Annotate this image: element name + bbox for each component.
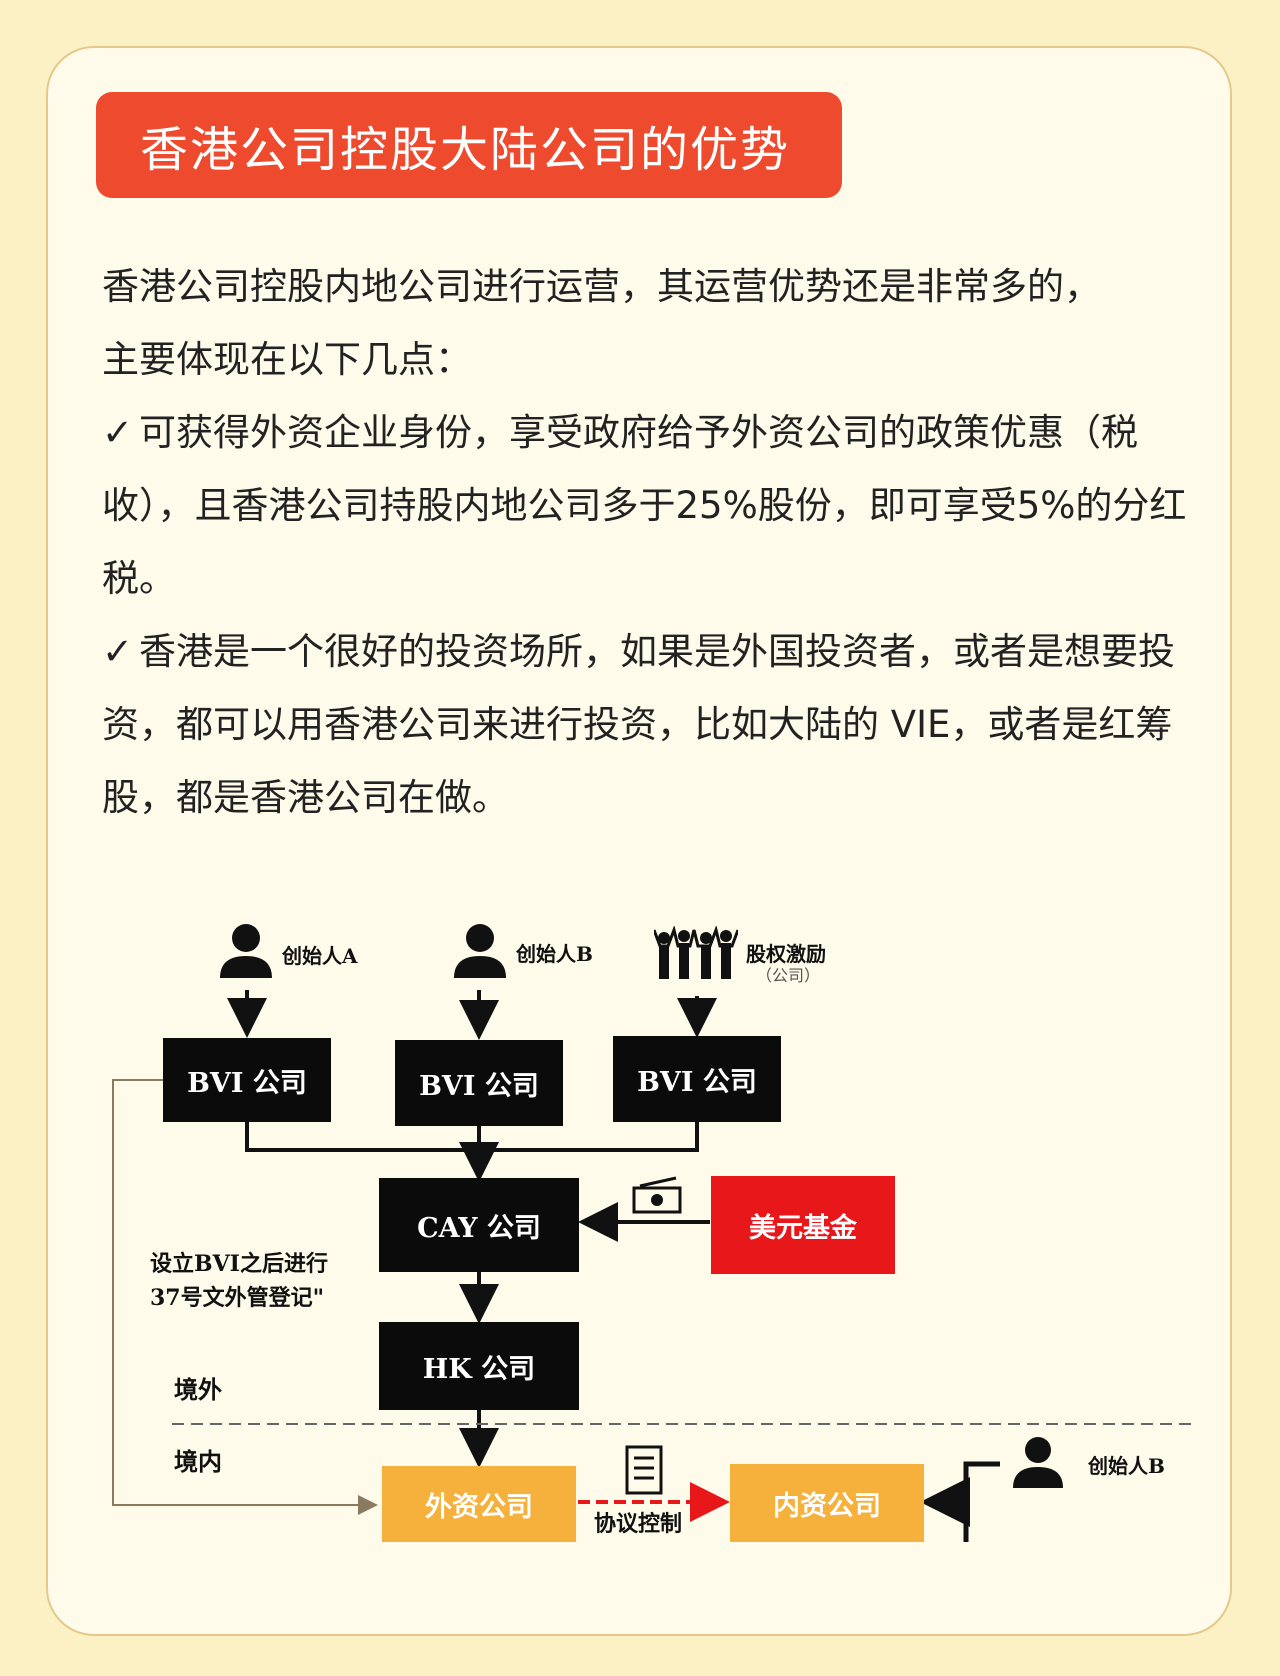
group-icon — [654, 926, 738, 979]
founder-a-label: 创始人A — [282, 944, 358, 968]
intro-line-2: 主要体现在以下几点： — [102, 338, 472, 381]
domestic-company-box: 内资公司 — [730, 1464, 924, 1542]
bvi-merge-line — [245, 1122, 699, 1152]
registration-loop-line — [112, 1079, 378, 1515]
person-icon — [454, 924, 506, 978]
intro-line-1: 香港公司控股内地公司进行运营，其运营优势还是非常多的， — [102, 265, 1101, 308]
hk-company-label: HK 公司 — [422, 1353, 536, 1385]
check-icon: ✓ — [102, 411, 134, 454]
founder-b-label: 创始人B — [516, 942, 593, 966]
point-1: ✓可获得外资企业身份，享受政府给予外资公司的政策优惠（税收），且香港公司持股内地… — [102, 396, 1202, 615]
founder-b2-label: 创始人B — [1088, 1454, 1165, 1478]
registration-note-line2: 37号文外管登记" — [150, 1285, 325, 1311]
intro-paragraph: 香港公司控股内地公司进行运营，其运营优势还是非常多的， 主要体现在以下几点： — [102, 250, 1202, 396]
offshore-label: 境外 — [174, 1375, 222, 1404]
registration-note-line1: 设立BVI之后进行 — [150, 1251, 328, 1277]
check-icon: ✓ — [102, 630, 134, 673]
page-title: 香港公司控股大陆公司的优势 — [140, 122, 791, 178]
bvi-company-box: BVI 公司 — [163, 1038, 331, 1122]
person-icon — [1013, 1437, 1063, 1488]
body-text: 香港公司控股内地公司进行运营，其运营优势还是非常多的， 主要体现在以下几点： ✓… — [102, 250, 1202, 834]
domestic-company-label: 内资公司 — [773, 1490, 881, 1522]
bvi-company-label: BVI 公司 — [187, 1067, 307, 1099]
cay-company-box: CAY 公司 — [379, 1178, 579, 1272]
bvi-company-box: BVI 公司 — [395, 1040, 563, 1126]
content-card — [46, 46, 1232, 1636]
wfoe-label: 外资公司 — [425, 1491, 533, 1523]
wfoe-box: 外资公司 — [382, 1466, 576, 1542]
equity-incentive-label: 股权激励 — [746, 942, 826, 966]
point-2: ✓香港是一个很好的投资场所，如果是外国投资者，或者是想要投资，都可以用香港公司来… — [102, 615, 1202, 834]
money-icon — [632, 1176, 682, 1214]
onshore-label: 境内 — [174, 1447, 222, 1476]
founder-b2-bracket — [963, 1461, 1000, 1542]
equity-note-label: （公司） — [756, 966, 821, 985]
point-1-text: 可获得外资企业身份，享受政府给予外资公司的政策优惠（税收），且香港公司持股内地公… — [102, 411, 1187, 600]
bvi-company-label: BVI 公司 — [419, 1070, 539, 1102]
cay-company-label: CAY 公司 — [417, 1212, 541, 1244]
hk-company-box: HK 公司 — [379, 1322, 579, 1410]
title-banner: 香港公司控股大陆公司的优势 — [96, 92, 842, 198]
usd-fund-label: 美元基金 — [749, 1212, 857, 1244]
point-2-text: 香港是一个很好的投资场所，如果是外国投资者，或者是想要投资，都可以用香港公司来进… — [102, 630, 1176, 819]
bvi-company-label: BVI 公司 — [637, 1066, 757, 1098]
person-icon — [220, 924, 272, 978]
agreement-control-label: 协议控制 — [594, 1511, 683, 1537]
usd-fund-box: 美元基金 — [711, 1176, 895, 1274]
contract-icon — [625, 1445, 663, 1495]
bvi-company-box: BVI 公司 — [613, 1036, 781, 1122]
